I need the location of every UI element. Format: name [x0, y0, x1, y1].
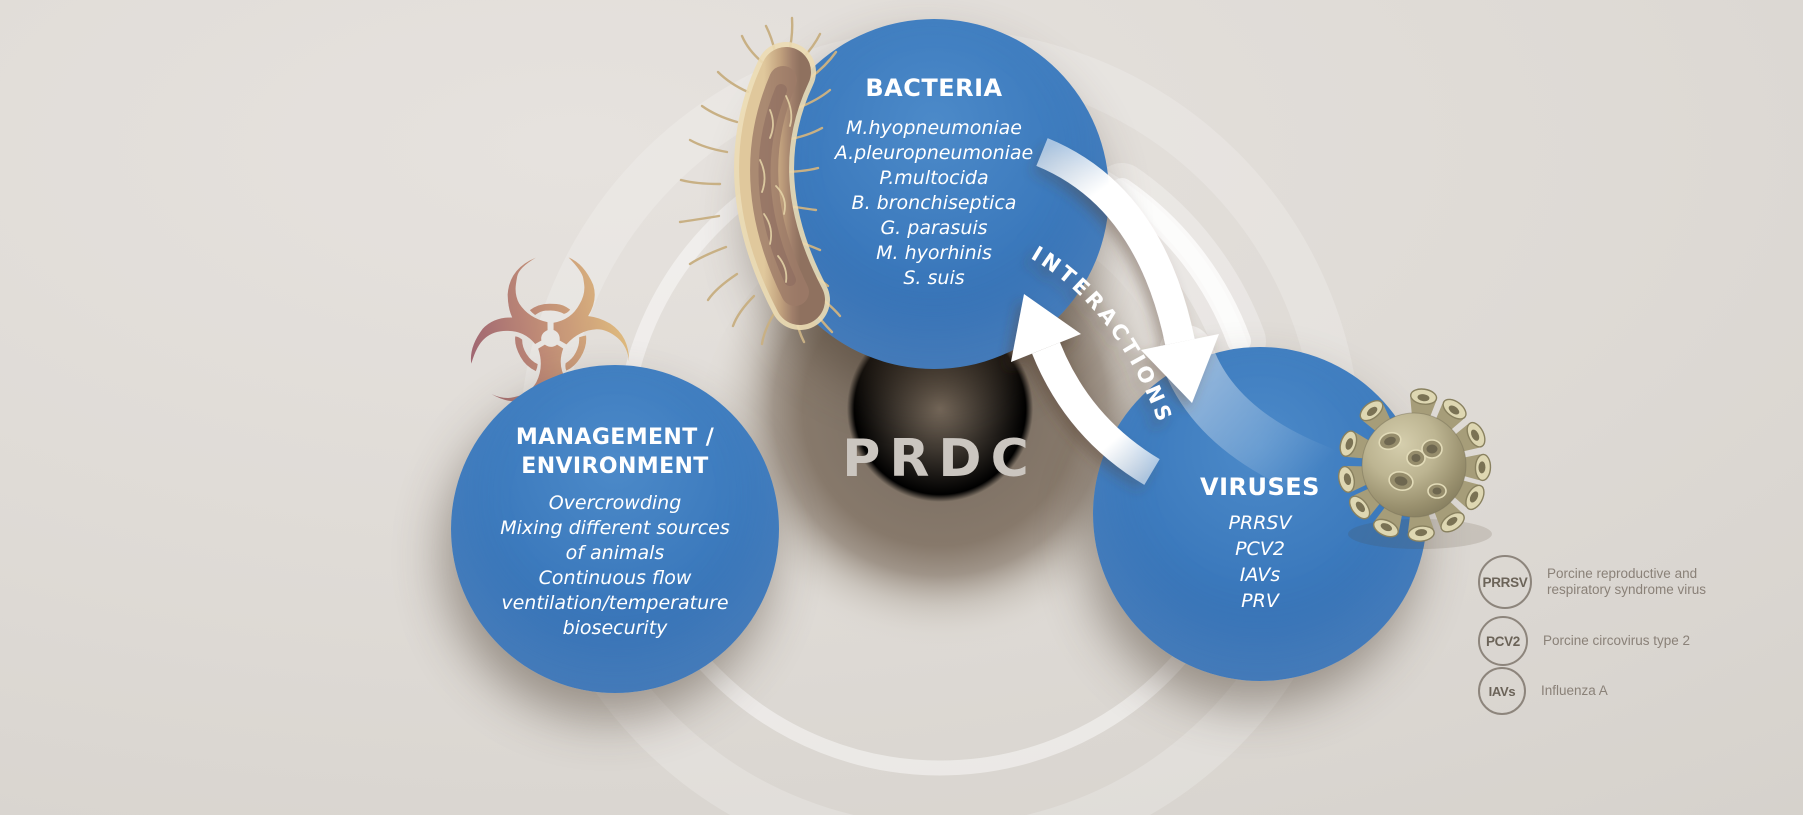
bacteria-item: M. hyorhinis: [876, 242, 992, 264]
prrsv-badge: PRRSV: [1478, 555, 1532, 609]
legend-item-prrsv: PRRSV Porcine reproductive and respirato…: [1478, 555, 1706, 609]
management-item: Continuous flow: [538, 567, 692, 589]
management-item: Mixing different sources: [500, 517, 730, 539]
bacteria-item: S. suis: [903, 267, 965, 289]
bacteria-circle: BACTERIA M.hyopneumoniae A.pleuropneumon…: [759, 19, 1109, 369]
iavs-badge: IAVs: [1478, 667, 1526, 715]
viruses-title: VIRUSES: [1200, 473, 1320, 501]
bacteria-item: P.multocida: [879, 167, 989, 189]
management-title-line2: ENVIRONMENT: [521, 454, 709, 479]
legend-item-iavs: IAVs Influenza A: [1478, 667, 1608, 715]
management-title: MANAGEMENT / ENVIRONMENT: [451, 365, 779, 481]
management-item: of animals: [565, 542, 665, 564]
prdc-label: PRDC: [842, 429, 1038, 489]
management-title-line1: MANAGEMENT /: [515, 425, 715, 450]
iavs-desc-line1: Influenza A: [1541, 683, 1608, 698]
bacteria-item: M.hyopneumoniae: [846, 117, 1022, 139]
viruses-circle: VIRUSES PRRSV PCV2 IAVs PRV: [1093, 347, 1427, 681]
management-item: Overcrowding: [548, 492, 682, 514]
iavs-description: Influenza A: [1541, 683, 1608, 699]
prrsv-desc-line2: respiratory syndrome virus: [1547, 582, 1707, 597]
management-list: Overcrowding Mixing different sources of…: [451, 491, 779, 641]
prrsv-desc-line1: Porcine reproductive and: [1547, 566, 1698, 581]
bacteria-list: M.hyopneumoniae A.pleuropneumoniae P.mul…: [759, 116, 1109, 291]
viruses-item: PRRSV: [1228, 512, 1292, 534]
prrsv-description: Porcine reproductive and respiratory syn…: [1547, 566, 1706, 598]
viruses-item: PCV2: [1235, 538, 1285, 560]
viruses-item: PRV: [1241, 590, 1279, 612]
management-item: ventilation/temperature: [501, 592, 729, 614]
management-item: biosecurity: [562, 617, 668, 639]
pcv2-desc-line1: Porcine circovirus type 2: [1543, 633, 1691, 648]
viruses-list: PRRSV PCV2 IAVs PRV: [1093, 510, 1427, 614]
legend-item-pcv2: PCV2 Porcine circovirus type 2: [1478, 616, 1690, 666]
bacteria-item: A.pleuropneumoniae: [834, 142, 1034, 164]
pcv2-badge: PCV2: [1478, 616, 1528, 666]
bacteria-title: BACTERIA: [865, 74, 1003, 102]
pcv2-description: Porcine circovirus type 2: [1543, 633, 1690, 649]
management-environment-circle: MANAGEMENT / ENVIRONMENT Overcrowding Mi…: [451, 365, 779, 693]
bacteria-item: B. bronchiseptica: [851, 192, 1017, 214]
bacteria-item: G. parasuis: [880, 217, 988, 239]
viruses-item: IAVs: [1239, 564, 1281, 586]
